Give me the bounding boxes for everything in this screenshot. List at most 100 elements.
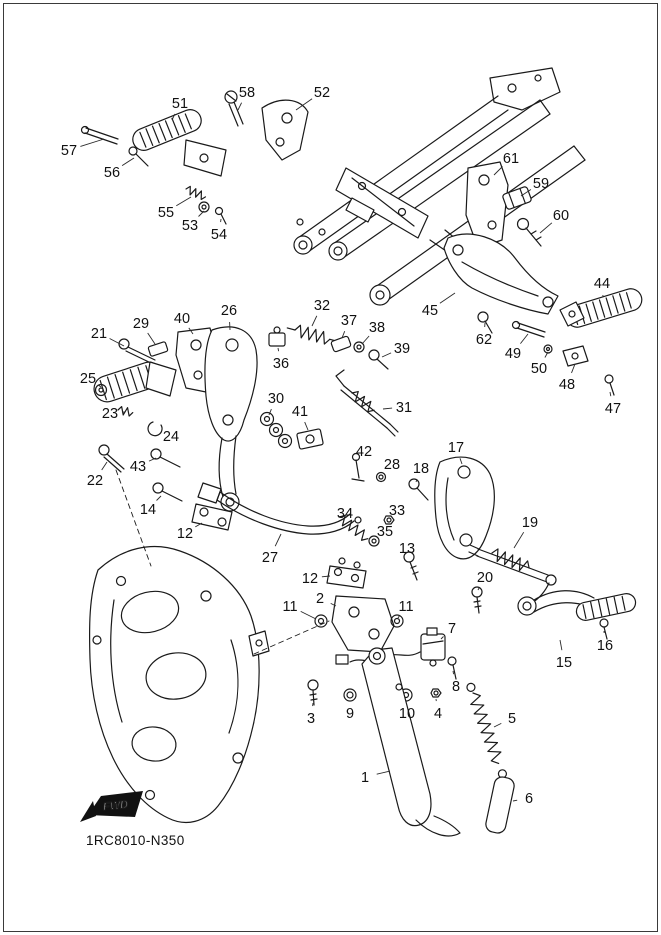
bolt-56 (128, 146, 138, 156)
leader-line-48 (571, 363, 576, 374)
leader-line-55 (176, 196, 192, 207)
leader-line-21 (109, 338, 125, 347)
collar-59 (502, 186, 532, 210)
bolt-60 (516, 217, 530, 231)
bracket-45 (443, 233, 559, 315)
part-label-20: 20 (477, 570, 493, 586)
shift-pedal-rubber (575, 593, 637, 621)
part-label-14: 14 (140, 502, 156, 518)
leader-line-12 (321, 575, 331, 578)
construction-line (253, 620, 330, 655)
part-label-32: 32 (314, 298, 330, 314)
leader-line-41 (304, 421, 309, 431)
part-label-8: 8 (452, 679, 460, 695)
part-label-27: 27 (262, 550, 278, 566)
part-label-34: 34 (337, 506, 353, 522)
leader-line-43 (148, 457, 157, 462)
part-label-10: 10 (399, 706, 415, 722)
part-label-11: 11 (282, 599, 297, 615)
leader-line-32 (311, 315, 318, 327)
leader-line-39 (381, 352, 392, 358)
leader-line-27 (274, 533, 282, 547)
part-label-39: 39 (394, 341, 410, 357)
side-stand-leg-1 (361, 647, 432, 827)
part-label-3: 3 (307, 711, 315, 727)
washer-11-left (314, 614, 328, 628)
part-label-24: 24 (163, 429, 179, 445)
part-label-1: 1 (361, 770, 369, 786)
leader-line-11 (397, 615, 400, 619)
part-label-5: 5 (508, 711, 516, 727)
shift-rod-19 (477, 548, 549, 576)
part-label-26: 26 (221, 303, 237, 319)
part-label-31: 31 (396, 400, 412, 416)
bolt-54 (214, 206, 224, 216)
leader-line-19 (513, 531, 525, 549)
collar-37 (330, 335, 352, 353)
diagram-code: 1RC8010-N350 (86, 833, 185, 848)
bolt-18 (408, 478, 420, 490)
bolt-8 (447, 656, 457, 666)
part-label-56: 56 (104, 165, 120, 181)
bracket-52 (261, 99, 309, 161)
part-label-48: 48 (559, 377, 575, 393)
washer-38 (353, 341, 365, 353)
part-label-22: 22 (87, 473, 103, 489)
part-label-47: 47 (605, 401, 621, 417)
frame-section (88, 469, 330, 823)
link-plate-12-lower (326, 565, 367, 589)
leader-line-47 (609, 391, 612, 397)
bolt-21 (118, 338, 130, 350)
leader-line-51 (171, 113, 176, 121)
part-label-53: 53 (182, 218, 198, 234)
leader-line-5 (493, 722, 502, 728)
leader-line-15 (559, 639, 563, 651)
part-label-59: 59 (533, 176, 549, 192)
bolt-16 (599, 618, 609, 628)
leader-line-11 (300, 610, 317, 620)
part-label-7: 7 (448, 621, 456, 637)
rear-bracket-right-group (434, 456, 637, 640)
leader-line-49 (520, 333, 529, 344)
part-label-6: 6 (525, 791, 533, 807)
rear-footrest-right-group (443, 161, 643, 396)
part-label-51: 51 (172, 96, 188, 112)
screw-47 (604, 374, 614, 384)
part-label-18: 18 (413, 461, 429, 477)
bolt-62 (477, 311, 489, 323)
part-label-61: 61 (503, 151, 519, 167)
rider-footrest-left-group (93, 324, 429, 531)
leader-line-31 (382, 407, 393, 410)
shift-pedal-pivot-15 (517, 596, 537, 616)
leader-line-50 (544, 351, 549, 358)
stand-bracket-2 (331, 595, 395, 653)
part-label-29: 29 (133, 316, 149, 332)
leader-line-7 (440, 636, 444, 640)
part-label-52: 52 (314, 85, 330, 101)
part-label-37: 37 (341, 313, 357, 329)
bolt-14 (152, 482, 164, 494)
leader-line-14 (156, 495, 162, 501)
construction-line (115, 469, 152, 567)
bracket-17 (434, 456, 495, 560)
part-label-49: 49 (505, 346, 521, 362)
stopper-36 (268, 332, 286, 347)
brake-pedal-arm-27 (219, 491, 351, 527)
collar-29 (147, 341, 169, 357)
bolt-3 (307, 679, 319, 691)
nut-28 (375, 471, 387, 483)
bolt-39 (368, 349, 380, 361)
washer-50 (543, 344, 553, 354)
leader-line-52 (295, 98, 313, 111)
frame-outline (88, 545, 260, 823)
part-label-45: 45 (422, 303, 438, 319)
leader-line-20 (477, 587, 480, 591)
leader-line-53 (198, 210, 205, 217)
leader-lines-layer (80, 98, 612, 802)
part-label-2: 2 (316, 591, 324, 607)
bracket-48 (562, 345, 589, 367)
bolt-22 (98, 444, 110, 456)
stand-switch-7 (420, 633, 446, 661)
part-label-11: 11 (398, 599, 413, 615)
part-label-21: 21 (91, 326, 107, 342)
